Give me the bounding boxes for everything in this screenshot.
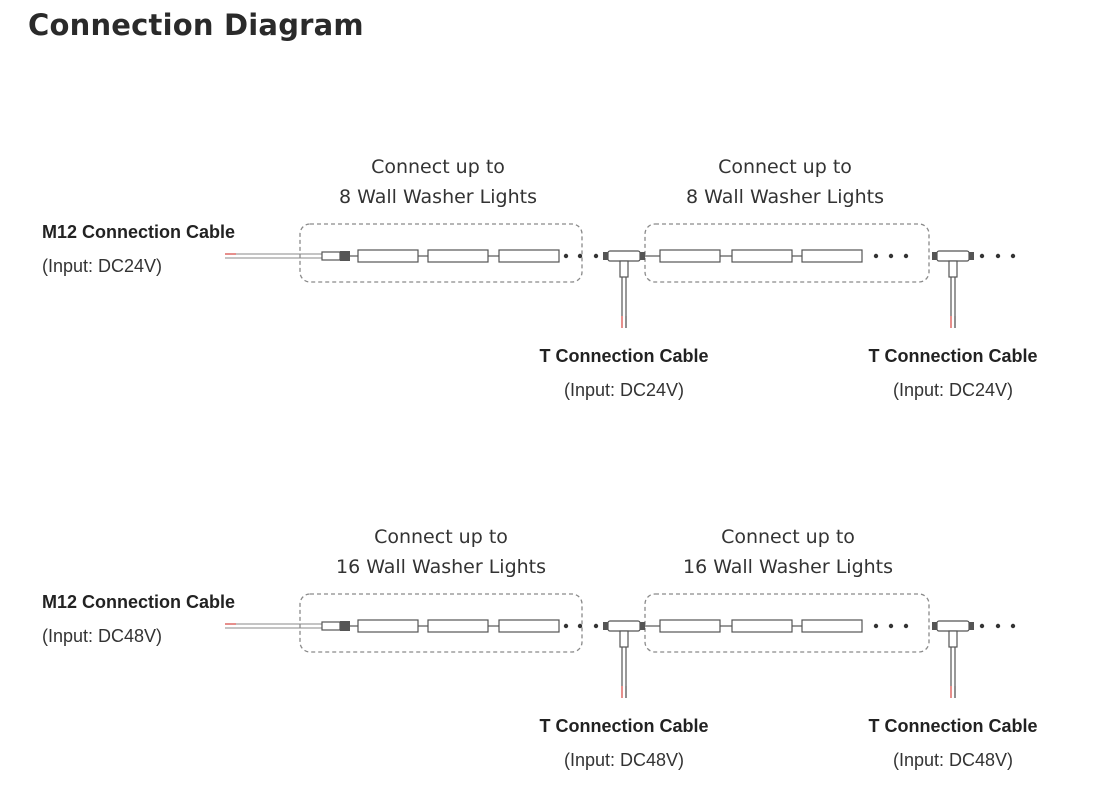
t-connector-stem	[948, 260, 958, 278]
t-connector-plug	[640, 252, 645, 260]
group-caption-1: Connect up to 16 Wall Washer Lights	[335, 526, 547, 578]
wall-washer-light	[731, 619, 793, 633]
continuation-dot	[577, 623, 583, 629]
continuation-dot	[979, 623, 985, 629]
continuation-dot	[995, 623, 1001, 629]
continuation-dot	[563, 253, 569, 259]
t-connector-body	[607, 250, 641, 262]
m12-cable-label: M12 Connection Cable	[42, 222, 236, 242]
m12-connector	[321, 621, 341, 631]
continuation-dot	[1010, 253, 1016, 259]
m12-cable-label: M12 Connection Cable	[42, 592, 236, 612]
wall-washer-light	[659, 249, 721, 263]
continuation-dot	[903, 623, 909, 629]
continuation-dot	[873, 623, 879, 629]
continuation-dot	[995, 253, 1001, 259]
m12-connector	[321, 251, 341, 261]
continuation-dot	[593, 253, 599, 259]
t-connector-body	[607, 620, 641, 632]
t-connector-stem	[619, 630, 629, 648]
wall-washer-light	[498, 249, 560, 263]
t-connector-body	[936, 620, 970, 632]
m12-input-label: (Input: DC48V)	[42, 626, 163, 646]
page-title: Connection Diagram	[28, 8, 364, 42]
wall-washer-light	[659, 619, 721, 633]
wall-washer-light	[357, 619, 419, 633]
continuation-dot	[903, 253, 909, 259]
group-outline	[299, 593, 583, 653]
t-cable-input-1: (Input: DC48V)	[563, 750, 685, 770]
wall-washer-light	[427, 619, 489, 633]
continuation-dot	[1010, 623, 1016, 629]
t-connector-plug	[603, 622, 608, 630]
connection-diagram-graphic	[225, 223, 1016, 328]
continuation-dot	[979, 253, 985, 259]
m12-connector-nut	[340, 251, 350, 261]
t-connector-stem	[619, 260, 629, 278]
group-outline	[299, 223, 583, 283]
m12-input-label: (Input: DC24V)	[42, 256, 163, 276]
group-caption-2: Connect up to 8 Wall Washer Lights	[686, 156, 884, 208]
wall-washer-light	[498, 619, 560, 633]
t-cable-label-2: T Connection Cable	[868, 346, 1038, 366]
diagram-row-dc48v: Connect up to 16 Wall Washer Lights Conn…	[0, 520, 1093, 780]
t-cable-label-1: T Connection Cable	[539, 716, 709, 736]
continuation-dot	[593, 623, 599, 629]
wall-washer-light	[801, 249, 863, 263]
t-connector-plug	[603, 252, 608, 260]
t-cable-label-1: T Connection Cable	[539, 346, 709, 366]
connection-diagram-graphic	[225, 593, 1016, 698]
t-connector-plug	[640, 622, 645, 630]
t-connector-plug	[932, 252, 937, 260]
wall-washer-light	[731, 249, 793, 263]
t-connector-body	[936, 250, 970, 262]
diagram-row-dc24v: Connect up to 8 Wall Washer Lights Conne…	[0, 150, 1093, 410]
group-caption-1: Connect up to 8 Wall Washer Lights	[339, 156, 537, 208]
t-cable-input-2: (Input: DC24V)	[892, 380, 1014, 400]
continuation-dot	[888, 253, 894, 259]
wall-washer-light	[357, 249, 419, 263]
m12-connector-nut	[340, 621, 350, 631]
continuation-dot	[873, 253, 879, 259]
t-connector-stem	[948, 630, 958, 648]
t-cable-label-2: T Connection Cable	[868, 716, 1038, 736]
continuation-dot	[888, 623, 894, 629]
t-cable-input-2: (Input: DC48V)	[892, 750, 1014, 770]
wall-washer-light	[801, 619, 863, 633]
continuation-dot	[563, 623, 569, 629]
wall-washer-light	[427, 249, 489, 263]
t-connector-plug	[969, 252, 974, 260]
t-connector-plug	[969, 622, 974, 630]
group-caption-2: Connect up to 16 Wall Washer Lights	[682, 526, 894, 578]
t-cable-input-1: (Input: DC24V)	[563, 380, 685, 400]
continuation-dot	[577, 253, 583, 259]
t-connector-plug	[932, 622, 937, 630]
